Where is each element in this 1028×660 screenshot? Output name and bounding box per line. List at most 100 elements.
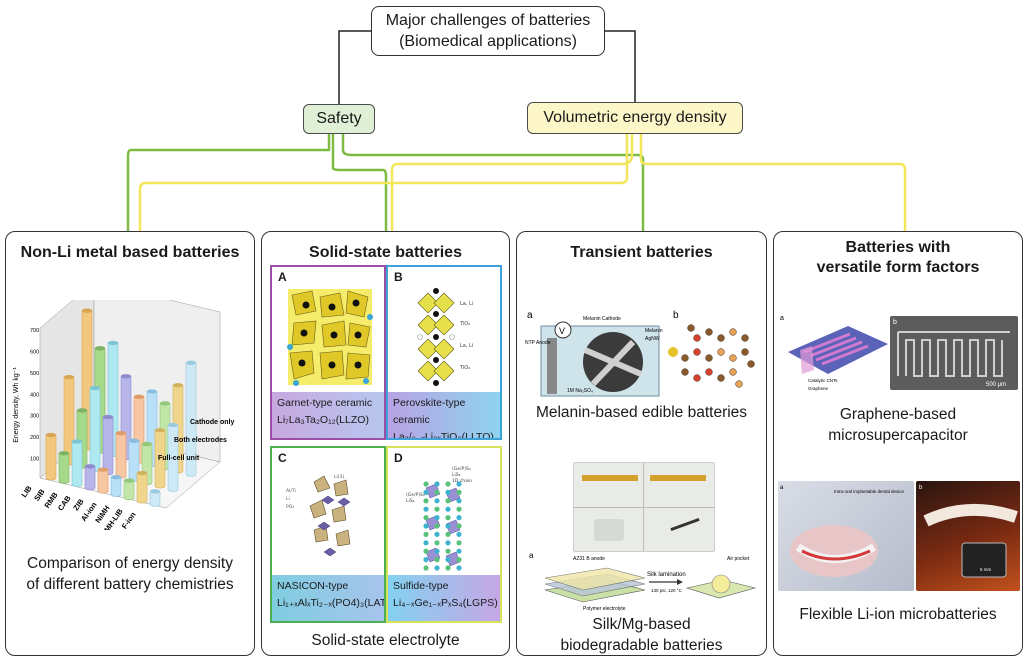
panel-versatile: Batteries with versatile form factors a …: [773, 231, 1023, 656]
main-challenge-line2: (Biomedical applications): [399, 33, 577, 50]
bar-top: [64, 375, 74, 380]
chart-depth-label: Full-cell unit: [158, 455, 200, 462]
cell-a-formula: Li₇La₃Ta₂O₁₂(LLZO): [277, 414, 369, 426]
versatile-title-line2: versatile form factors: [816, 259, 980, 276]
melanin-battery-image: a V NTP Anode Melanin Cathode Melanin Ag…: [525, 310, 755, 397]
bar-RMB-both-electrodes: [89, 385, 101, 472]
bar-top: [134, 394, 144, 399]
versatile-title-line1: Batteries with: [845, 239, 951, 256]
svg-text:AgNW: AgNW: [645, 336, 660, 342]
svg-text:TiO₆: TiO₆: [459, 365, 470, 371]
svg-text:La, Li: La, Li: [460, 301, 473, 307]
yellow-link-versatile: [639, 134, 907, 231]
yellow-link-nonli: [138, 134, 629, 231]
svg-text:Li(3): Li(3): [334, 474, 344, 480]
chart-depth-label: Both electrodes: [174, 437, 227, 444]
chart-ytick: 300: [30, 414, 39, 420]
bar-top: [124, 478, 134, 483]
silk-lamination-diagram: a Silk lamination 130 psi, 120 °C Air po…: [529, 551, 757, 612]
svg-text:1D chain: 1D chain: [452, 478, 472, 484]
svg-text:NTP Anode: NTP Anode: [525, 340, 551, 346]
chart-ytick: 200: [30, 435, 39, 441]
yellow-link-solid: [390, 134, 634, 231]
cell-a-band: Garnet-type ceramic Li₇La₃Ta₂O₁₂(LLZO): [272, 392, 384, 438]
cell-b-band: Perovskite-type ceramic La₂/₃₋ₓLi₃ₓTiO₃(…: [388, 392, 500, 438]
panel-solid-state: Solid-state batteries A Garnet-type cera…: [261, 231, 510, 656]
silk-caption-line1: Silk/Mg-based: [592, 616, 691, 633]
cell-c-name: NASICON-type: [277, 580, 349, 592]
svg-text:Graphene: Graphene: [808, 386, 829, 391]
bar-top: [186, 360, 196, 365]
bar-top: [160, 401, 170, 406]
cell-a-name: Garnet-type ceramic: [277, 397, 373, 409]
silk-device-photo: [573, 462, 715, 552]
svg-text:a: a: [780, 485, 784, 491]
dental-device-illustration: a Intra-oral implantable dental device: [778, 481, 914, 591]
cell-garnet: A Garnet-type ceramic Li₇La₃Ta₂O₁₂(LLZO): [270, 265, 386, 440]
svg-text:Intra-oral implantable dental: Intra-oral implantable dental device: [834, 489, 905, 494]
cell-c-formula: Li₁₊ₓAlₓTi₂₋ₓ(PO4)₃(LATP): [277, 597, 386, 609]
svg-text:V: V: [559, 326, 565, 336]
chart-ytick: 500: [30, 371, 39, 377]
bar-top: [137, 471, 147, 476]
svg-text:LiS₆: LiS₆: [406, 498, 415, 504]
cell-c-band: NASICON-type Li₁₊ₓAlₓTi₂₋ₓ(PO4)₃(LATP): [272, 575, 384, 621]
svg-text:LiS₆: LiS₆: [452, 472, 461, 478]
bar-LIB-full-cell-unit: [45, 432, 57, 481]
bar-top: [85, 464, 95, 469]
svg-text:Silk lamination: Silk lamination: [647, 572, 686, 578]
green-link-transient: [341, 134, 645, 231]
svg-text:(Ge/P)S₄: (Ge/P)S₄: [452, 466, 471, 472]
svg-text:TiO₆: TiO₆: [459, 321, 470, 327]
bar-top: [90, 386, 100, 391]
energy-density-3d-chart: Energy density, Wh kg⁻¹70060050040030020…: [13, 300, 234, 530]
cell-c-label: C: [278, 451, 287, 465]
flexible-battery-photo: b 5 mm: [916, 481, 1020, 591]
svg-text:Melanin: Melanin: [645, 328, 663, 334]
bar-top: [129, 438, 139, 443]
bar-top: [82, 308, 92, 313]
bar-top: [98, 467, 108, 472]
cell-d-name: Sulfide-type: [393, 580, 449, 592]
main-challenge-box: Major challenges of batteries (Biomedica…: [371, 6, 605, 56]
melanin-a-label: a: [527, 310, 533, 321]
bar-top: [142, 442, 152, 447]
melanin-b-label: b: [673, 310, 679, 321]
bar-top: [59, 451, 69, 456]
svg-text:130 psi, 120 °C: 130 psi, 120 °C: [651, 588, 683, 593]
bar-top: [168, 423, 178, 428]
silk-caption: Silk/Mg-based biodegradable batteries: [517, 614, 766, 656]
bar-top: [108, 341, 118, 346]
svg-text:Li: Li: [286, 496, 290, 502]
green-link-solid: [331, 134, 388, 231]
cell-b-label: B: [394, 270, 403, 284]
connector-top-safety: [338, 30, 371, 104]
svg-text:500 μm: 500 μm: [986, 382, 1006, 388]
panel-non-li-caption: Comparison of energy density of differen…: [6, 553, 254, 595]
bar-MH-LIB-full-cell-unit: [136, 470, 148, 504]
svg-text:b: b: [893, 319, 897, 326]
chart-ylabel: Energy density, Wh kg⁻¹: [13, 367, 20, 443]
green-link-nonli: [126, 134, 331, 231]
chart-ytick: 100: [30, 457, 39, 463]
panel-transient-title: Transient batteries: [570, 244, 713, 261]
svg-text:a: a: [780, 315, 784, 322]
chart-ytick: 600: [30, 349, 39, 355]
graphene-caption-line1: Graphene-based: [839, 406, 957, 423]
bar-top: [150, 489, 160, 494]
bar-top: [121, 374, 131, 379]
svg-text:(Ge/P)S₄: (Ge/P)S₄: [406, 492, 425, 498]
panel-versatile-title: Batteries with versatile form factors: [774, 238, 1022, 278]
graphene-sem-image: b 500 μm: [890, 316, 1018, 390]
bar-top: [147, 389, 157, 394]
dental-caption: Flexible Li-ion microbatteries: [799, 606, 997, 623]
silk-caption-line2: biodegradable batteries: [560, 637, 723, 654]
graphene-caption: Graphene-based microsupercapacitor: [774, 404, 1022, 446]
svg-text:5 mm: 5 mm: [980, 567, 992, 572]
panel-non-li-title: Non-Li metal based batteries: [20, 244, 240, 261]
bar-top: [155, 428, 165, 433]
